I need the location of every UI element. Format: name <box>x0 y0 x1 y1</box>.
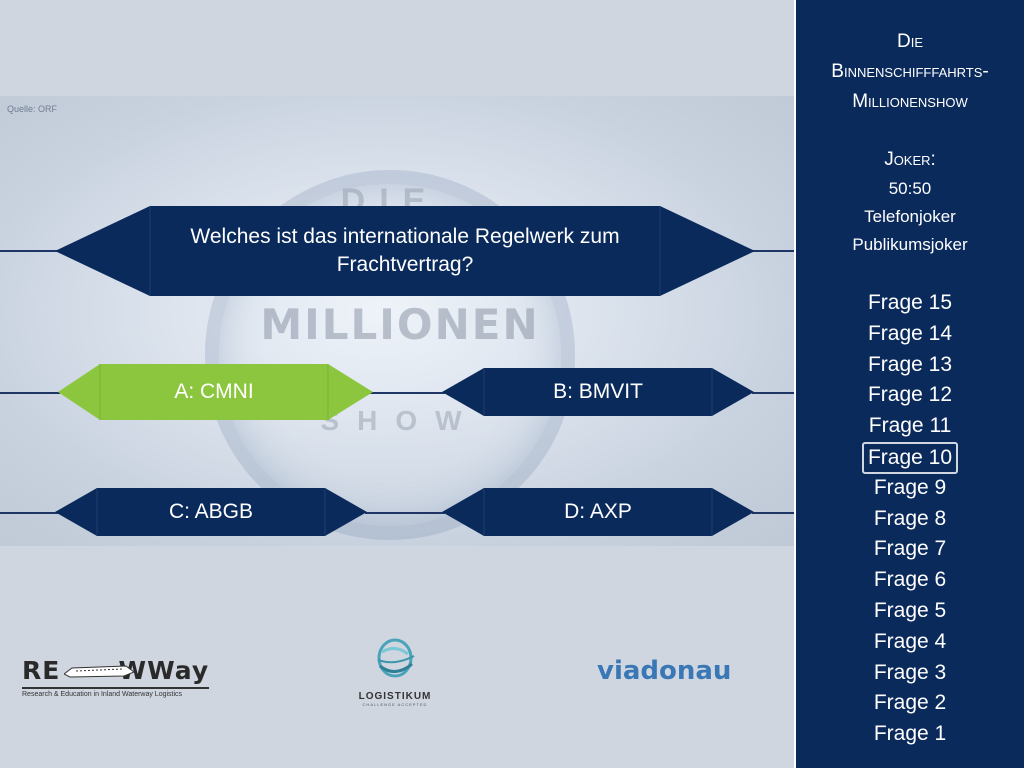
joker-fifty-fifty[interactable]: 50:50 <box>888 179 932 198</box>
question-line-left <box>0 250 60 252</box>
side-panel: Die Binnenschifffahrts- Millionenshow Jo… <box>794 0 1024 768</box>
ladder-step: Frage 1 <box>873 722 947 746</box>
answer-row2-line-mid <box>365 512 445 514</box>
ladder-step: Frage 3 <box>873 660 947 684</box>
logistikum-logo: LOGISTIKUM CHALLENGE ACCEPTED <box>350 636 440 707</box>
ladder-step: Frage 14 <box>867 321 953 345</box>
answer-a-button[interactable]: A: CMNI <box>58 364 373 420</box>
answer-d-shape <box>442 488 754 536</box>
answer-b-label: B: BMVIT <box>553 379 643 403</box>
answer-row1-line-left <box>0 392 60 394</box>
panel-title: Die Binnenschifffahrts- Millionenshow <box>796 27 1024 117</box>
answer-c-shape <box>55 488 367 536</box>
answer-d-button[interactable]: D: AXP <box>442 488 754 536</box>
joker-audience[interactable]: Publikumsjoker <box>852 235 968 254</box>
ladder-step: Frage 7 <box>873 537 947 561</box>
ladder-step: Frage 15 <box>867 291 953 314</box>
answer-row2-line-left <box>0 512 60 514</box>
ladder-step: Frage 6 <box>873 568 947 592</box>
question-text: Welches ist das internationale Regelwerk… <box>190 224 620 276</box>
source-credit: Quelle: ORF <box>7 104 58 114</box>
answer-b-shape <box>442 368 754 416</box>
answer-b-button[interactable]: B: BMVIT <box>442 368 754 416</box>
answer-c-button[interactable]: C: ABGB <box>55 488 367 536</box>
panel-title-line: Die <box>896 31 923 52</box>
panel-title-line: Millionenshow <box>852 91 968 112</box>
ladder-step: Frage 8 <box>873 506 947 530</box>
logistikum-name: LOGISTIKUM <box>358 691 432 702</box>
logistikum-tagline: CHALLENGE ACCEPTED <box>362 702 428 707</box>
show-logo-bottom-word: SHOW <box>320 405 480 436</box>
question-ladder: Frage 15 Frage 14 Frage 13 Frage 12 Frag… <box>796 288 1024 750</box>
answer-row1-line-right <box>752 392 794 394</box>
ship-icon <box>64 665 134 678</box>
viadonau-logo: viadonau <box>597 656 732 686</box>
answer-a-shape <box>58 364 373 420</box>
answer-row2-line-right <box>752 512 794 514</box>
ladder-step-current: Frage 10 <box>796 441 1024 474</box>
answer-a-label: A: CMNI <box>174 379 254 403</box>
question-banner: Welches ist das internationale Regelwerk… <box>55 206 755 296</box>
logistikum-swirl-icon <box>377 638 415 678</box>
reww-logo: RE WWay Research & Education in Inland W… <box>22 656 210 698</box>
question-banner-shape <box>55 206 755 296</box>
joker-phone[interactable]: Telefonjoker <box>864 207 956 226</box>
ladder-step: Frage 5 <box>873 598 947 622</box>
ladder-step: Frage 2 <box>873 691 947 715</box>
question-line-right <box>752 250 794 252</box>
ladder-step: Frage 4 <box>873 629 947 653</box>
ladder-step: Frage 13 <box>867 352 953 376</box>
show-logo-main-word: MILLIONEN <box>260 300 540 349</box>
reww-logo-text: RE WWay <box>22 656 210 685</box>
panel-title-line: Binnenschifffahrts- <box>831 61 989 82</box>
ladder-step: Frage 11 <box>868 414 952 438</box>
ladder-step: Frage 12 <box>867 383 953 407</box>
answer-c-label: C: ABGB <box>168 499 254 523</box>
ladder-step: Frage 9 <box>873 475 947 499</box>
reww-logo-subtitle: Research & Education in Inland Waterway … <box>22 687 210 698</box>
answer-d-label: D: AXP <box>564 499 632 523</box>
answer-row1-line-mid <box>370 392 445 394</box>
joker-heading: Joker: <box>884 149 936 170</box>
